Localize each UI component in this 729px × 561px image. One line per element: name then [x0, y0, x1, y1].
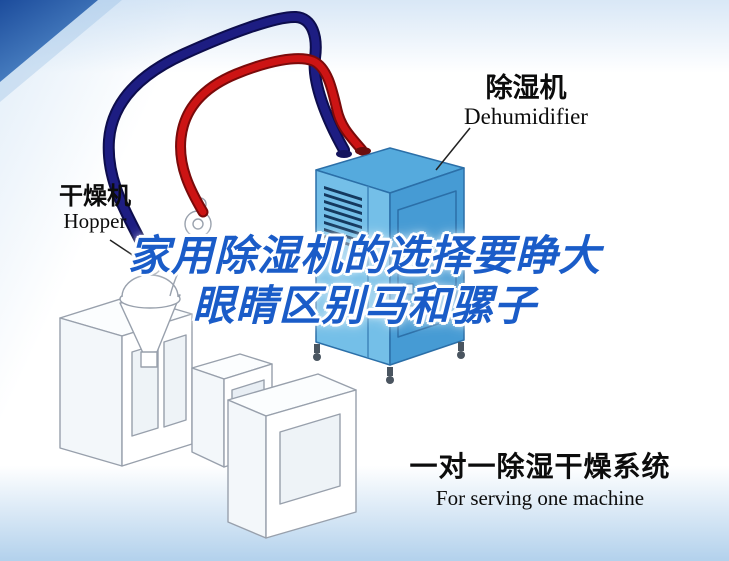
- hopper-pointer-line: [109, 239, 141, 261]
- dehumidifier-pointer-line: [435, 127, 471, 171]
- headline-line2: 眼睛区别马和骡子: [192, 281, 537, 331]
- dehumidifier-label-zh: 除湿机: [485, 73, 567, 104]
- machine-illustration: [59, 197, 357, 539]
- caster-wheels-icon: [313, 342, 465, 384]
- dehumidifier-label: 除湿机 Dehumidifier: [438, 74, 614, 130]
- hopper-label: 干燥机 Hopper: [36, 183, 154, 234]
- dehumidifier-label-en: Dehumidifier: [464, 103, 588, 129]
- caption: 一对一除湿干燥系统 For serving one machine: [394, 450, 686, 511]
- hopper-label-en: Hopper: [63, 209, 127, 234]
- hopper-label-zh: 干燥机: [59, 182, 131, 210]
- headline: 家用除湿机的选择要睁大 眼睛区别马和骡子: [0, 231, 729, 332]
- vent-grille-icon: [324, 186, 362, 250]
- headline-line1: 家用除湿机的选择要睁大: [127, 231, 601, 280]
- dehumidifier-illustration: [313, 147, 465, 384]
- red-hose: [175, 53, 368, 218]
- corner-triangle-icon: [0, 0, 122, 102]
- hose-connectors-icon: [336, 147, 371, 158]
- caption-en: For serving one machine: [435, 486, 645, 511]
- caption-zh: 一对一除湿干燥系统: [409, 450, 671, 483]
